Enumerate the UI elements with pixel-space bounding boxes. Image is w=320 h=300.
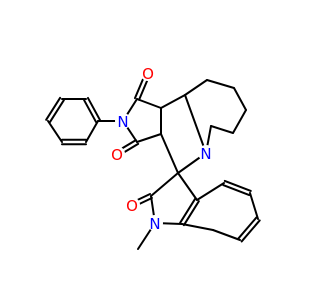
bond-ph4-ph5 <box>48 99 65 124</box>
bond-c9a-p1 <box>184 79 208 96</box>
bond-b8-c7a <box>181 223 214 231</box>
bond-c6a-spiro <box>160 133 179 174</box>
bond-p3-p4 <box>232 109 247 134</box>
bond-b7-b8 <box>212 229 241 241</box>
atom-n-ring-background <box>198 145 214 161</box>
atom-o-mid-background <box>109 146 125 162</box>
atom-n-ring: N <box>200 145 211 163</box>
bond-ph3-ph4 <box>47 120 63 143</box>
atom-o-oxindole: O <box>126 197 138 215</box>
bond-ph1-ph2 <box>85 120 99 143</box>
bond-ph6-ph1 <box>83 99 98 124</box>
bond-spiro-oxC2 <box>150 172 179 197</box>
bond-p4-p5 <box>210 125 234 134</box>
bond-p2-p3 <box>233 87 247 111</box>
atom-n-imide-background <box>115 113 131 129</box>
bond-ph6-ph1 <box>86 96 101 121</box>
bond-p1-p2 <box>206 79 235 89</box>
atom-o-top-background <box>140 65 156 81</box>
bond-b4-b5 <box>223 179 252 192</box>
bond-b4-b5 <box>222 184 251 197</box>
bond-c3aOx-c7a <box>179 197 197 224</box>
atom-n-oxindole-background <box>147 215 163 231</box>
atom-o-oxindole-background <box>124 197 140 213</box>
bond-spiro-c3aOx <box>177 172 198 201</box>
bond-c6a-cMidCO <box>136 133 162 143</box>
bond-b5-b6 <box>249 192 259 220</box>
atom-n-oxindole: N <box>149 215 160 233</box>
bond-b6-b7 <box>240 219 261 243</box>
atom-n-imide: N <box>117 113 128 131</box>
atom-o-mid: O <box>111 146 123 164</box>
bond-c3a-c9a <box>160 94 186 109</box>
bond-b6-b7 <box>237 216 258 240</box>
bond-cTopCO-c3a <box>136 98 162 109</box>
bond-c9a-nRing <box>184 94 207 154</box>
atom-o-top: O <box>142 65 154 83</box>
bond-ph4-ph5 <box>45 96 62 121</box>
bond-c3aOx-b4 <box>196 182 225 201</box>
bond-c3aOx-c7a <box>182 200 200 227</box>
